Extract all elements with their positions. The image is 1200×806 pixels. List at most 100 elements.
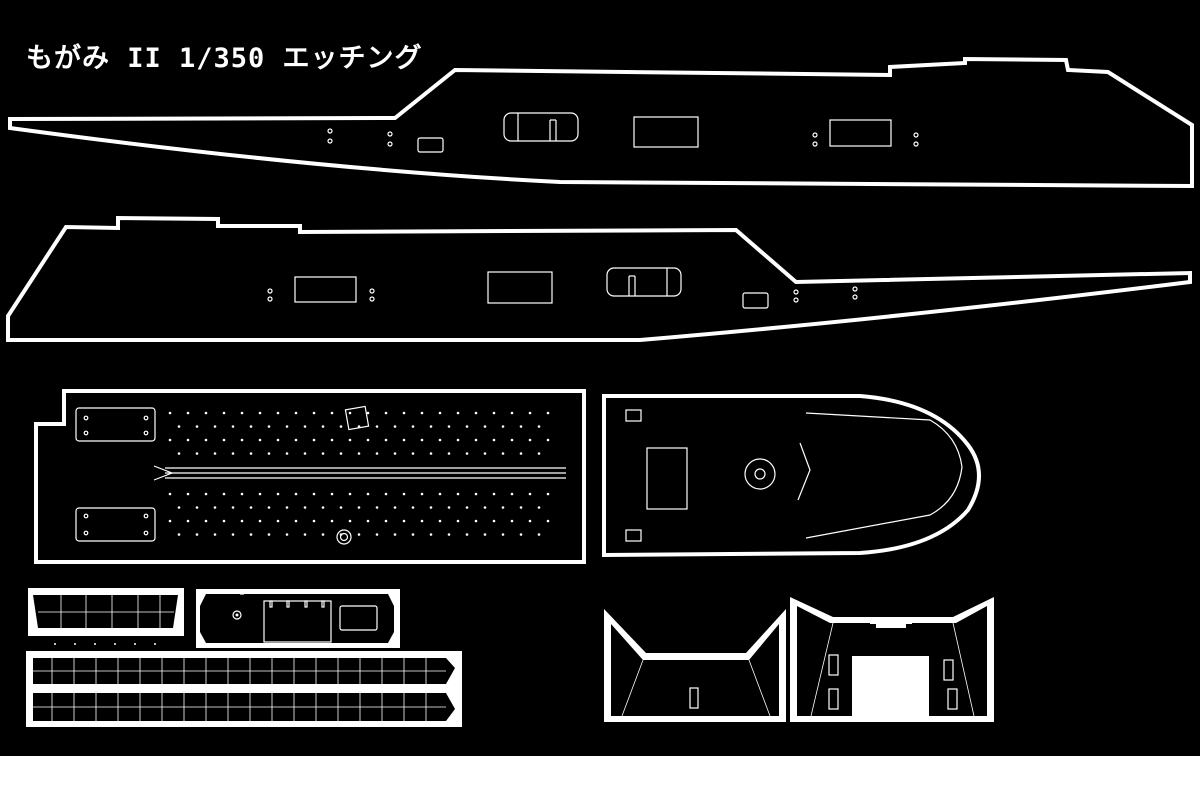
- tie-down-dot: [519, 533, 523, 536]
- tie-down-dot: [222, 438, 226, 442]
- tie-down-dot: [366, 438, 370, 442]
- tie-down-dot: [330, 519, 334, 523]
- tie-down-dot: [375, 452, 379, 455]
- tie-down-dot: [402, 411, 406, 415]
- tie-down-dot: [321, 425, 325, 428]
- tie-down-dot: [546, 438, 550, 442]
- rail-strip-long-lower: [26, 689, 462, 727]
- tie-down-dot: [213, 452, 217, 455]
- tie-down-dot: [393, 533, 397, 536]
- tie-down-dot: [420, 492, 424, 496]
- tie-down-dot: [402, 438, 406, 442]
- tie-down-dot: [249, 506, 253, 509]
- tie-down-dot: [240, 438, 244, 442]
- rail-strip-long-upper: [26, 651, 462, 689]
- tie-down-dot: [276, 519, 280, 523]
- tie-down-dot: [339, 425, 343, 428]
- tie-down-dot: [393, 506, 397, 509]
- tie-down-dot: [384, 519, 388, 523]
- tie-down-dot: [321, 533, 325, 536]
- tie-down-dot: [411, 425, 415, 428]
- bow-deck: [602, 394, 981, 558]
- tie-down-dot: [429, 452, 433, 455]
- tie-down-dot: [240, 519, 244, 523]
- tie-down-dot: [438, 519, 442, 523]
- tie-down-dot: [321, 452, 325, 455]
- tie-down-dot: [303, 452, 307, 455]
- tie-down-dot: [465, 452, 469, 455]
- tie-down-dot: [510, 519, 514, 523]
- tie-down-dot: [402, 492, 406, 496]
- tie-down-dot: [546, 411, 550, 415]
- tie-down-dot: [267, 452, 271, 455]
- tie-down-dot: [240, 492, 244, 496]
- superstructure-face-left: [604, 609, 786, 722]
- tie-down-dot: [465, 506, 469, 509]
- tie-down-dot: [384, 438, 388, 442]
- tie-down-dot: [204, 492, 208, 496]
- tie-down-dot: [339, 452, 343, 455]
- tie-down-dot: [456, 492, 460, 496]
- superstructure-face-right: [790, 597, 994, 722]
- etching-drawing: [6, 56, 1194, 727]
- tie-down-dot: [222, 492, 226, 496]
- tie-down-dot: [357, 533, 361, 536]
- tie-down-dot: [546, 519, 550, 523]
- tie-down-grid: [168, 411, 550, 536]
- tie-down-dot: [501, 452, 505, 455]
- tie-down-dot: [456, 519, 460, 523]
- tie-down-dot: [303, 425, 307, 428]
- tie-down-dot: [204, 438, 208, 442]
- tie-down-dot: [393, 425, 397, 428]
- tie-down-dot: [276, 411, 280, 415]
- tie-down-dot: [258, 519, 262, 523]
- tie-down-dot: [447, 506, 451, 509]
- tie-down-dot: [285, 452, 289, 455]
- tie-down-dot: [177, 506, 181, 509]
- tie-down-dot: [474, 492, 478, 496]
- tie-down-dot: [348, 411, 352, 415]
- tie-down-dot: [177, 452, 181, 455]
- hull-side-starboard: [8, 56, 1194, 189]
- tie-down-dot: [231, 533, 235, 536]
- tie-down-dot: [492, 492, 496, 496]
- tie-down-dot: [447, 452, 451, 455]
- tie-down-dot: [177, 533, 181, 536]
- tie-down-dot: [276, 492, 280, 496]
- tie-down-dot: [339, 506, 343, 509]
- tie-down-dot: [411, 533, 415, 536]
- tie-down-dot: [222, 411, 226, 415]
- tie-down-dot: [420, 411, 424, 415]
- tie-down-dot: [168, 519, 172, 523]
- tie-down-dot: [483, 506, 487, 509]
- tie-down-dot: [456, 411, 460, 415]
- tie-down-dot: [501, 506, 505, 509]
- etching-sheet: もがみ II 1/350 エッチング: [0, 0, 1200, 756]
- tie-down-dot: [429, 425, 433, 428]
- tie-down-dot: [231, 452, 235, 455]
- tie-down-dot: [528, 519, 532, 523]
- tie-down-dot: [474, 411, 478, 415]
- tie-down-dot: [510, 438, 514, 442]
- tie-down-dot: [213, 425, 217, 428]
- tie-down-dot: [294, 492, 298, 496]
- tie-down-dot: [438, 438, 442, 442]
- tie-down-dot: [204, 411, 208, 415]
- tie-down-dot: [168, 438, 172, 442]
- tie-down-dot: [303, 506, 307, 509]
- tie-down-dot: [429, 533, 433, 536]
- tie-down-dot: [213, 506, 217, 509]
- tie-down-dot: [447, 533, 451, 536]
- tie-down-dot: [366, 411, 370, 415]
- tie-down-dot: [312, 519, 316, 523]
- tie-down-dot: [267, 506, 271, 509]
- tie-down-dot: [519, 425, 523, 428]
- tie-down-dot: [546, 492, 550, 496]
- porthole-pairs: [327, 128, 919, 147]
- hull-side-port: [6, 215, 1192, 342]
- tie-down-dot: [492, 438, 496, 442]
- tie-down-dot: [528, 411, 532, 415]
- tie-down-dot: [537, 452, 541, 455]
- tie-down-dot: [321, 506, 325, 509]
- tie-down-dot: [294, 411, 298, 415]
